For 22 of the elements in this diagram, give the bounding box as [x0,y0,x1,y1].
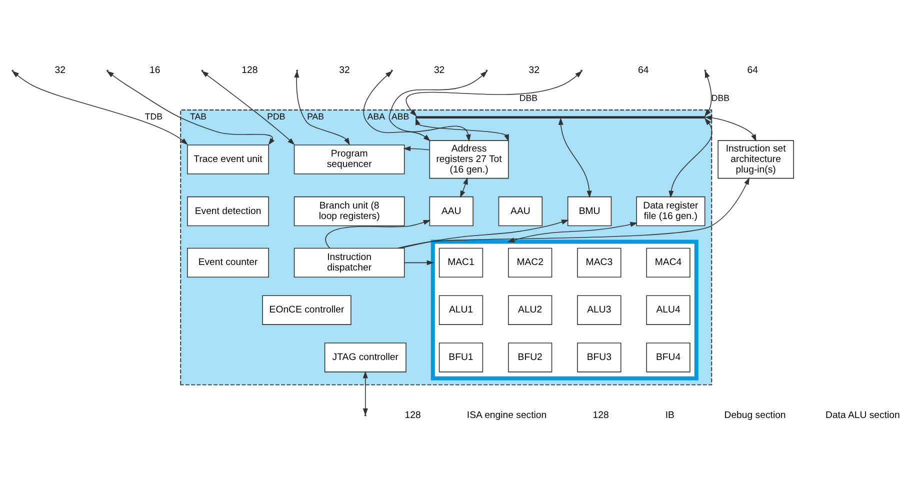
edge-label: PAB [307,111,324,122]
edge-label: DBB [519,92,538,103]
label: 16 [150,64,160,76]
label: 64 [747,64,758,76]
label: 128 [404,409,421,420]
label: IB [665,409,674,420]
edge-label: ABA [367,111,386,122]
edge-label: ABB [392,111,410,122]
label: 32 [528,64,540,76]
label: 32 [339,64,350,76]
edge-label: DBB [711,92,730,103]
label: Data ALU section [826,409,900,420]
label: ISA engine section [466,409,547,420]
label: 64 [638,64,649,76]
label: 128 [242,64,258,76]
edge-label: PDB [267,111,286,122]
label: Debug section [724,409,786,420]
label: 128 [592,409,609,420]
label: 32 [434,64,445,76]
label: 32 [54,64,66,76]
edge-label: TAB [190,111,207,122]
edge-label: TDB [144,111,163,122]
